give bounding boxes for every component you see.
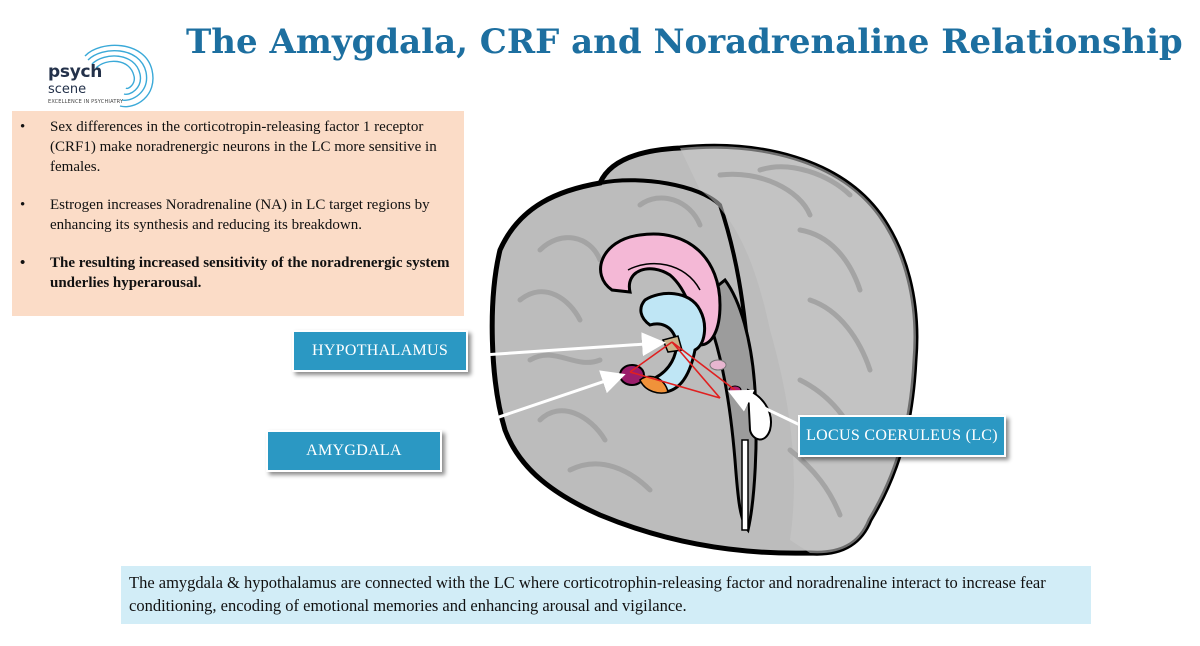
page-title: The Amygdala, CRF and Noradrenaline Rela… xyxy=(186,22,1183,62)
logo-tagline: EXCELLENCE IN PSYCHIATRY xyxy=(48,99,124,105)
bullet-box: Sex differences in the corticotropin-rel… xyxy=(12,111,464,316)
amygdala-label-text: AMYGDALA xyxy=(306,442,402,459)
logo-swirl-icon xyxy=(84,44,154,108)
bullet-item: Sex differences in the corticotropin-rel… xyxy=(20,117,454,177)
amygdala-label: AMYGDALA xyxy=(266,430,442,472)
hypothalamus-label: HYPOTHALAMUS xyxy=(292,330,468,372)
crf-pathway-lines xyxy=(629,341,736,399)
bullet-list: Sex differences in the corticotropin-rel… xyxy=(20,117,454,293)
locus-coeruleus-label: LOCUS COERULEUS (LC) xyxy=(798,415,1006,457)
caption-box: The amygdala & hypothalamus are connecte… xyxy=(121,566,1091,624)
bullet-item: Estrogen increases Noradrenaline (NA) in… xyxy=(20,195,454,235)
bullet-item: The resulting increased sensitivity of t… xyxy=(20,253,454,293)
locus-coeruleus-label-text: LOCUS COERULEUS (LC) xyxy=(806,427,998,444)
hypothalamus-label-text: HYPOTHALAMUS xyxy=(311,342,449,359)
logo-word-psych: psych xyxy=(48,62,103,82)
pink-nucleus xyxy=(709,359,727,371)
corpus-callosum xyxy=(599,232,722,347)
callosum-inner-line xyxy=(627,262,701,291)
logo-word-scene: scene xyxy=(48,82,87,97)
pointer-arrows xyxy=(442,332,801,438)
psychscene-logo: psych scene EXCELLENCE IN PSYCHIATRY xyxy=(40,38,170,118)
central-canal xyxy=(741,439,749,531)
